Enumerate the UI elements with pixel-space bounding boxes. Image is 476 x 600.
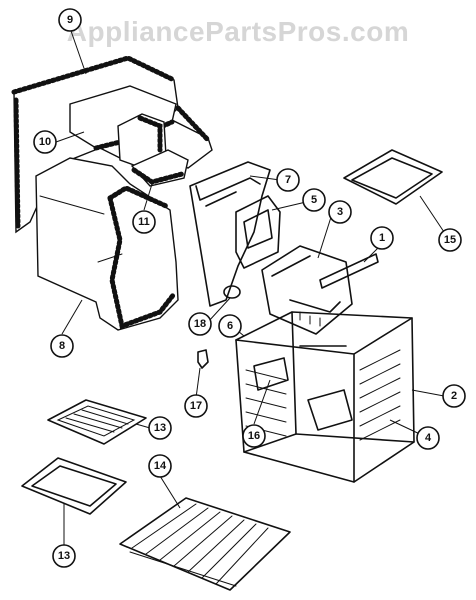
svg-text:14: 14 [154,460,167,472]
rod [319,253,379,289]
svg-text:8: 8 [59,340,65,352]
svg-text:15: 15 [444,234,456,246]
leader-lines [55,27,445,548]
clip [197,349,209,369]
callout-15: 15 [438,228,462,252]
callout-13b: 13 [52,544,76,568]
callout-1: 1 [370,226,394,250]
svg-text:4: 4 [425,432,432,444]
svg-text:13: 13 [58,550,70,562]
callout-6: 6 [218,314,242,338]
callout-7: 7 [276,168,300,192]
control-box [261,245,353,335]
filter-top [47,399,147,445]
callout-9: 9 [58,8,82,32]
callout-13a: 13 [148,416,172,440]
callout-5: 5 [302,188,326,212]
svg-text:17: 17 [190,400,202,412]
svg-text:16: 16 [248,430,260,442]
callout-4: 4 [416,426,440,450]
callout-10: 10 [33,130,57,154]
svg-text:7: 7 [285,174,291,186]
callout-17: 17 [184,394,208,418]
svg-text:11: 11 [138,216,150,228]
oven-rack [119,497,291,591]
filter-bottom [21,457,127,515]
side-insulation [35,157,179,331]
svg-text:3: 3 [337,206,343,218]
callout-3: 3 [328,200,352,224]
svg-text:10: 10 [39,136,51,148]
front-frame-assembly [189,161,281,307]
callout-14: 14 [148,454,172,478]
callout-8: 8 [50,334,74,358]
oven-cavity [235,311,415,483]
watermark: AppliancePartsPros.com [66,16,410,47]
door-panel [343,149,443,205]
callout-16: 16 [242,424,266,448]
svg-text:2: 2 [451,390,457,402]
callouts: 9 10 11 8 7 5 3 1 15 18 6 2 4 16 17 13 1… [33,8,466,568]
small-insulation [130,149,189,187]
svg-text:18: 18 [194,318,206,330]
svg-text:6: 6 [227,320,233,332]
svg-text:1: 1 [379,232,385,244]
callout-18: 18 [188,312,212,336]
callout-2: 2 [442,384,466,408]
callout-11: 11 [132,210,156,234]
svg-text:5: 5 [311,194,317,206]
svg-text:13: 13 [154,422,166,434]
svg-text:9: 9 [67,14,73,26]
